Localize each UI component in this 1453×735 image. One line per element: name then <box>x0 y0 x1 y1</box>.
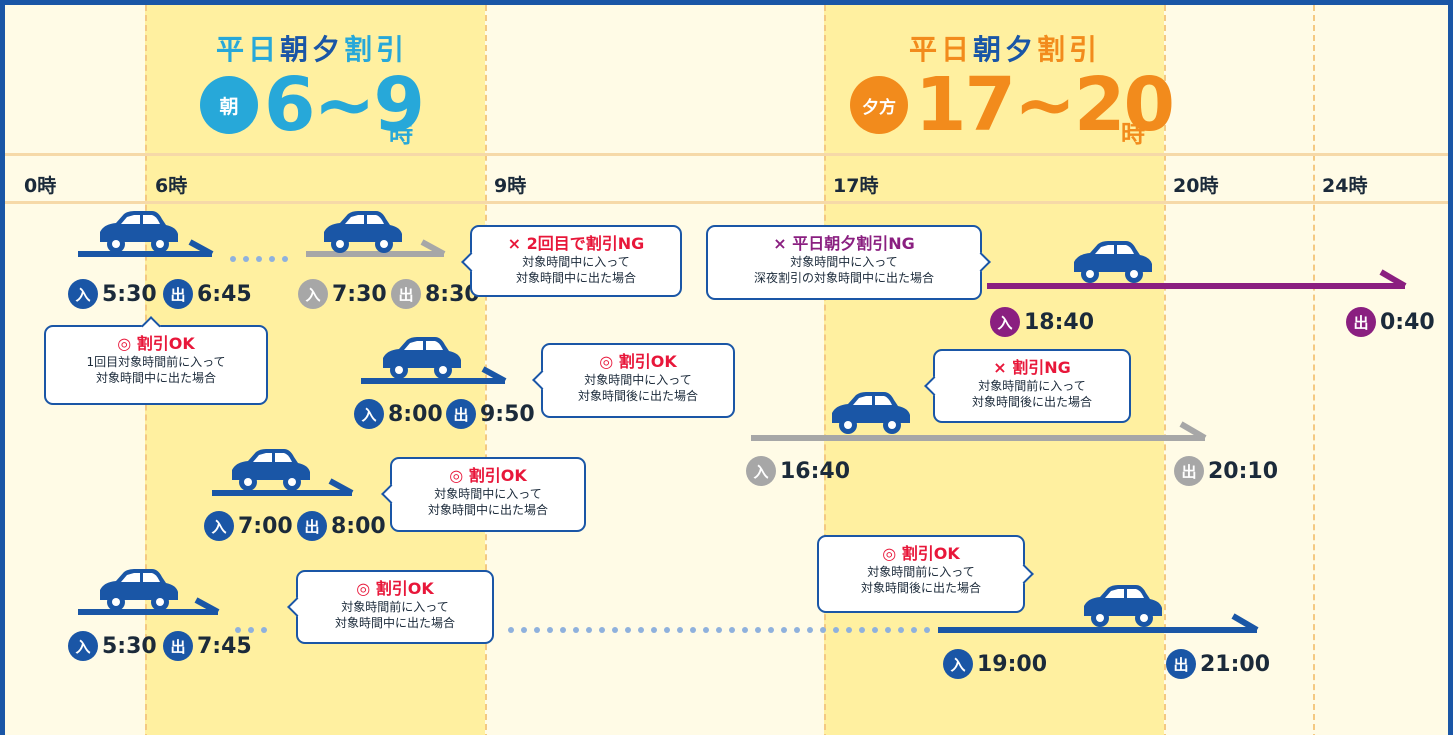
dots-ab <box>230 256 288 262</box>
arrow-d <box>212 478 354 496</box>
car-icon <box>232 449 310 491</box>
car-icon <box>324 211 402 253</box>
morning-range: 6~9 <box>264 62 425 148</box>
bubble-evening-ng: × 割引NG 対象時間前に入って 対象時間後に出た場合 <box>924 349 1131 423</box>
arrow-b <box>306 239 446 257</box>
arrow-c <box>361 366 507 384</box>
car-icon <box>383 337 461 379</box>
bubble-first-entry-ok: ◎ 割引OK 1回目対象時間前に入って 対象時間中に出た場合 <box>44 316 268 405</box>
hour-label-0: 0時 <box>24 175 57 197</box>
arrow-h <box>938 613 1259 633</box>
hour-label-9: 9時 <box>494 175 527 197</box>
hour-label-24: 24時 <box>1322 175 1368 197</box>
bubble-evening-ok: ◎ 割引OK 対象時間前に入って 対象時間後に出た場合 <box>817 535 1034 613</box>
bubble-late-night-ng: × 平日朝夕割引NG 対象時間中に入って 深夜割引の対象時間中に出た場合 <box>706 225 991 300</box>
hour-label-20: 20時 <box>1173 175 1219 197</box>
morning-title: 平日朝夕割引 <box>216 33 409 66</box>
hour-label-6: 6時 <box>155 175 188 197</box>
arrow-f <box>987 269 1407 289</box>
gridline-24 <box>1313 5 1315 735</box>
evening-range: 17~20 <box>915 62 1175 148</box>
bubble-morning-ok-after: ◎ 割引OK 対象時間中に入って 対象時間後に出た場合 <box>532 343 735 418</box>
evening-title: 平日朝夕割引 <box>909 33 1102 66</box>
arrow-a <box>78 239 214 257</box>
evening-badge: 夕方 <box>850 76 908 134</box>
bubble-morning-ok-before: ◎ 割引OK 対象時間前に入って 対象時間中に出た場合 <box>287 570 494 644</box>
evening-suffix: 時 <box>1121 120 1145 148</box>
hours-divider <box>5 201 1448 204</box>
car-icon <box>1084 585 1162 627</box>
arrow-e <box>78 597 220 615</box>
bubble-morning-ok-during: ◎ 割引OK 対象時間中に入って 対象時間中に出た場合 <box>381 457 586 532</box>
car-icon <box>832 392 910 434</box>
car-icon <box>100 211 178 253</box>
car-icon <box>100 569 178 611</box>
header-divider <box>5 153 1448 156</box>
bubble-second-entry-ng: × 2回目で割引NG 対象時間中に入って 対象時間中に出た場合 <box>461 225 682 297</box>
morning-suffix: 時 <box>389 120 413 148</box>
gridline-20 <box>1164 5 1166 735</box>
dots-e <box>235 627 930 633</box>
arrow-g <box>751 421 1207 441</box>
morning-badge: 朝 <box>200 76 258 134</box>
hour-label-17: 17時 <box>833 175 879 197</box>
gridline-17 <box>824 5 826 735</box>
car-icon <box>1074 241 1152 283</box>
